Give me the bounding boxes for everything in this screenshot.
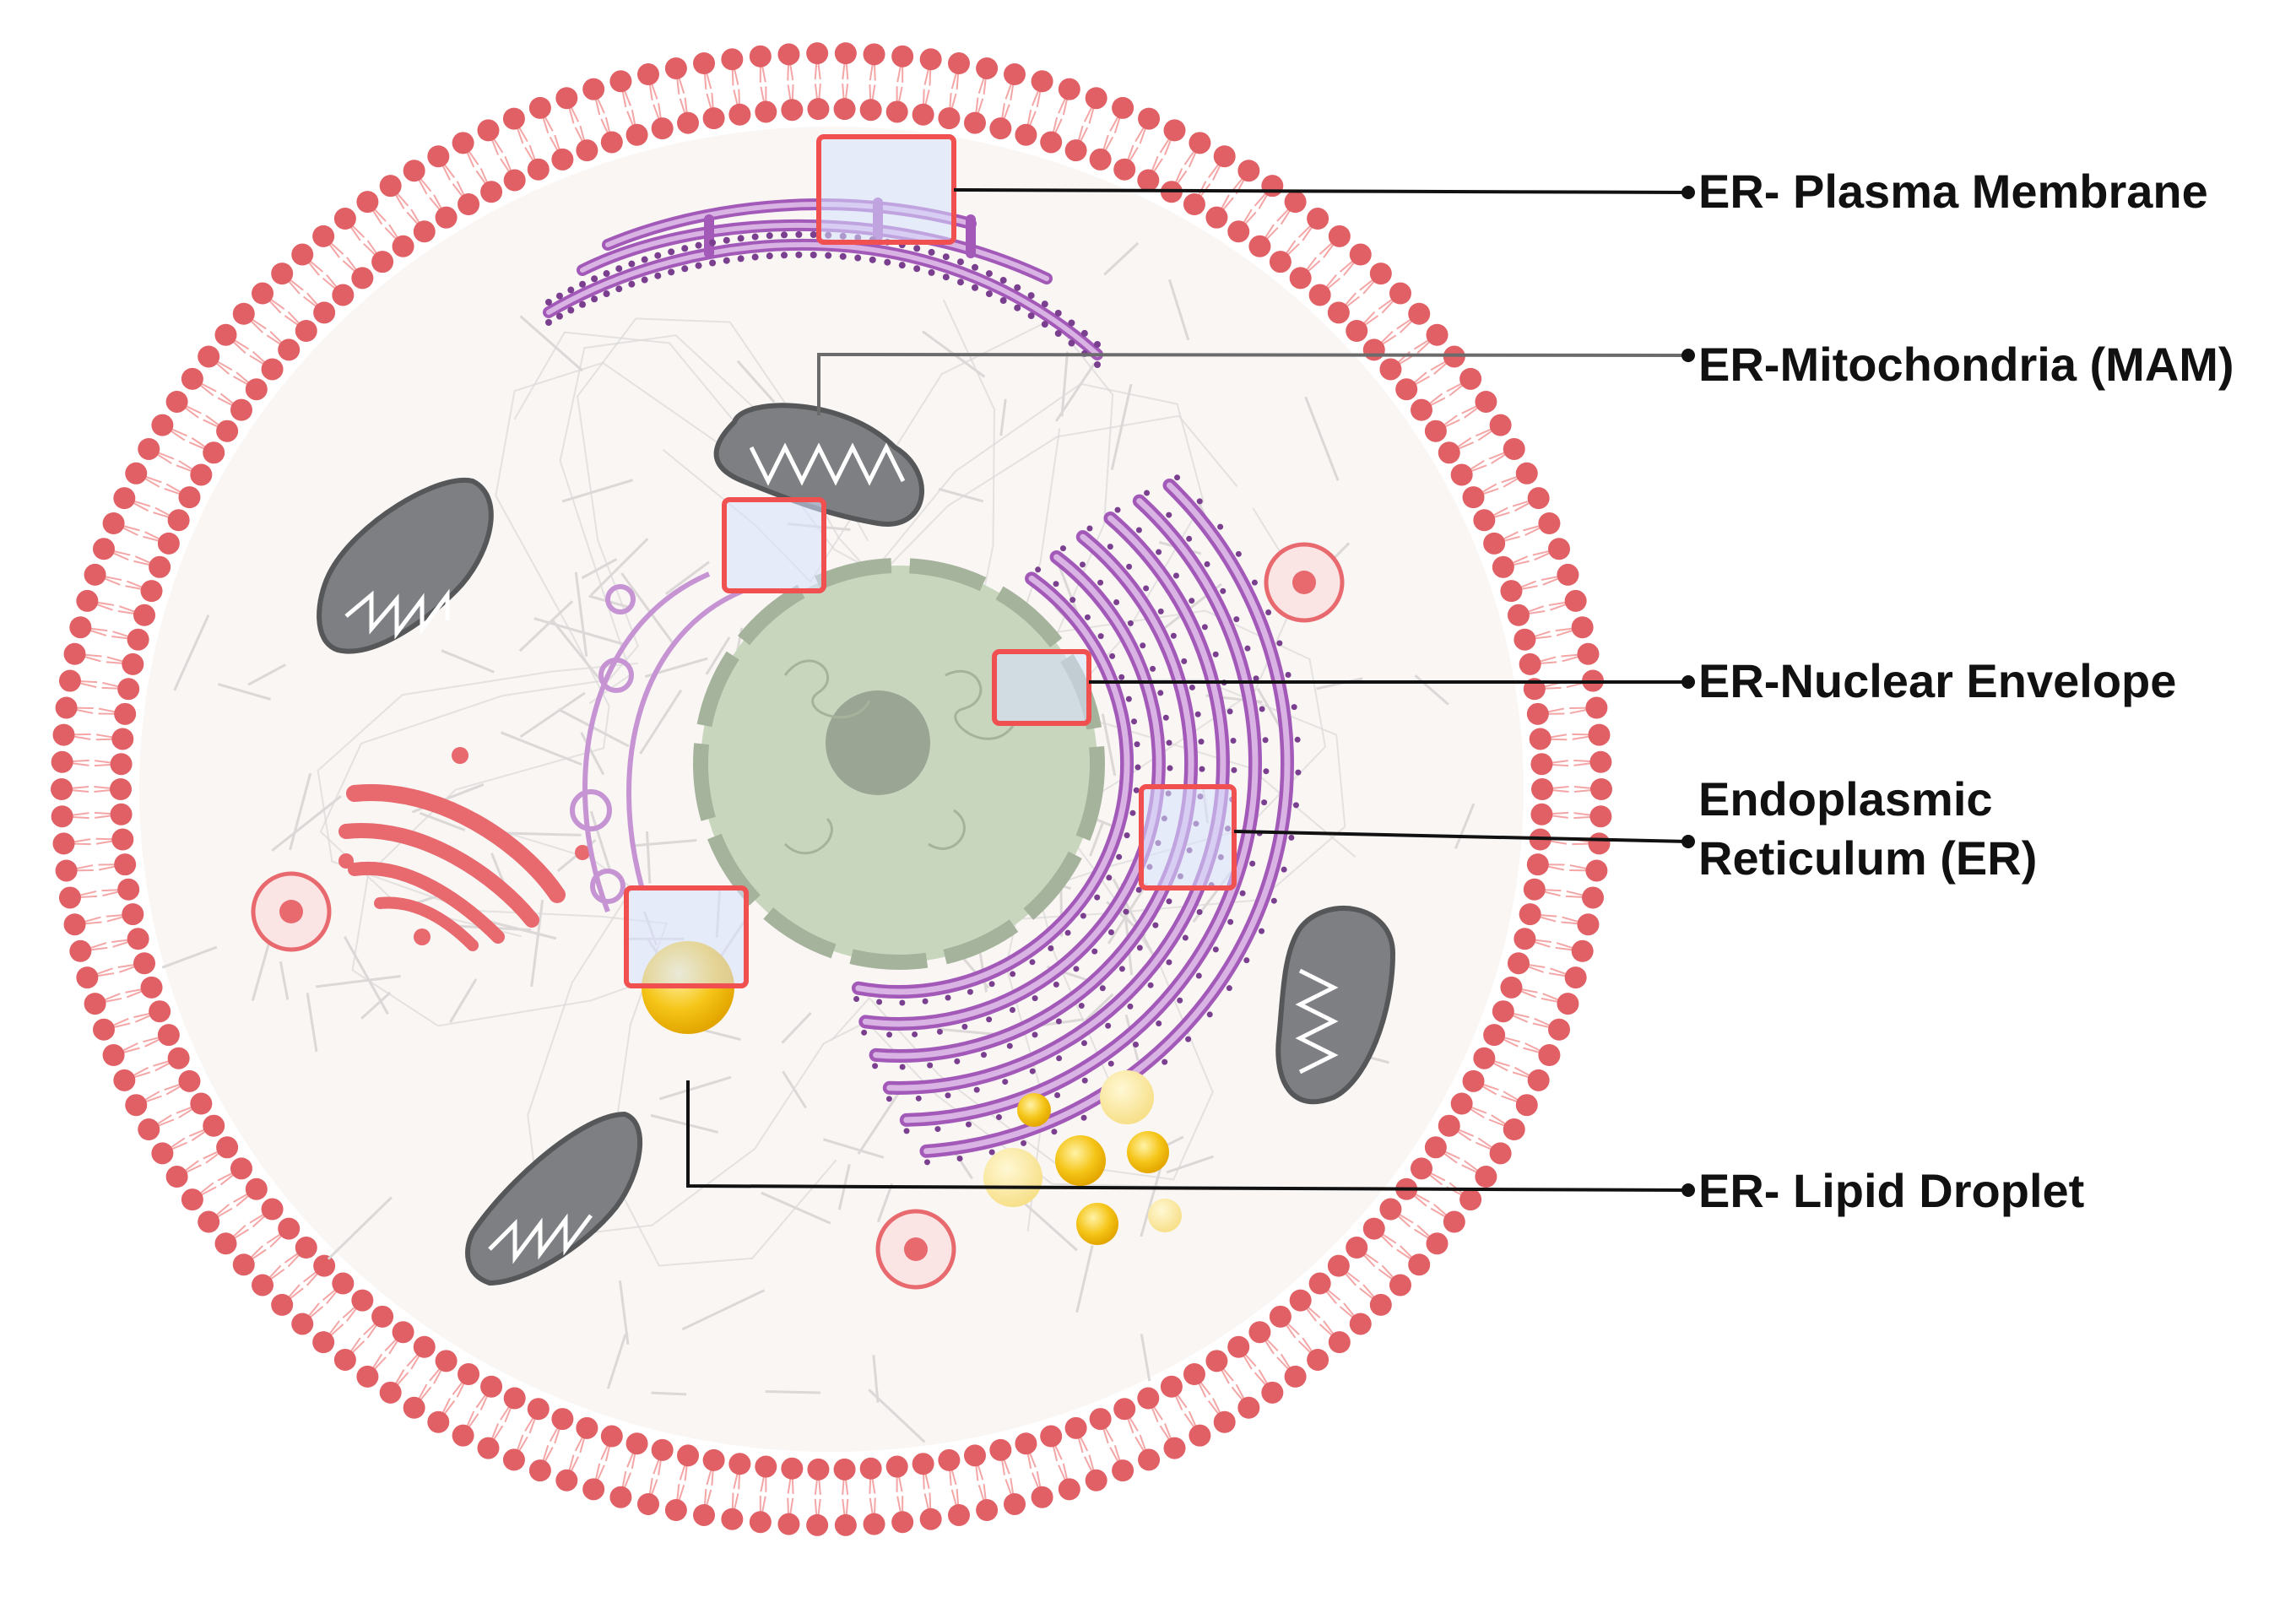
callout-endoplasmic-reticulum: Endoplasmic Reticulum (ER) bbox=[1698, 772, 2038, 885]
callout-er-plasma-membrane: ER- Plasma Membrane bbox=[1698, 165, 2208, 218]
smooth-er bbox=[570, 571, 745, 913]
nucleolus bbox=[826, 690, 930, 795]
callout-er-lipid-droplet: ER- Lipid Droplet bbox=[1698, 1164, 2085, 1217]
mitochondrion-right bbox=[1275, 906, 1396, 1105]
lysosome-right bbox=[1264, 542, 1345, 623]
highlight-er-plasma-membrane bbox=[816, 134, 956, 245]
callout-leader-lines bbox=[686, 186, 1695, 1197]
contact-site-highlights bbox=[624, 134, 1237, 988]
mitochondrion-bottom bbox=[465, 1111, 643, 1286]
callout-er-nuclear-envelope: ER-Nuclear Envelope bbox=[1698, 654, 2177, 707]
nucleus bbox=[693, 558, 1105, 970]
er-near-membrane bbox=[543, 198, 1103, 360]
mitochondrion-top bbox=[713, 403, 925, 527]
highlight-er-nuclear-envelope bbox=[992, 649, 1091, 726]
highlight-er bbox=[1139, 784, 1237, 891]
highlight-er-mitochondria bbox=[722, 497, 826, 593]
membrane-lipid-heads bbox=[51, 42, 1612, 1536]
lysosome-bottom bbox=[875, 1209, 956, 1290]
mitochondrion-left bbox=[317, 477, 494, 654]
cytoskeleton-filaments bbox=[161, 241, 1476, 1443]
callout-er-mitochondria: ER-Mitochondria (MAM) bbox=[1698, 338, 2234, 391]
highlight-er-lipid-droplet bbox=[624, 885, 749, 988]
golgi-apparatus bbox=[338, 747, 590, 951]
lysosome-left bbox=[251, 871, 332, 952]
